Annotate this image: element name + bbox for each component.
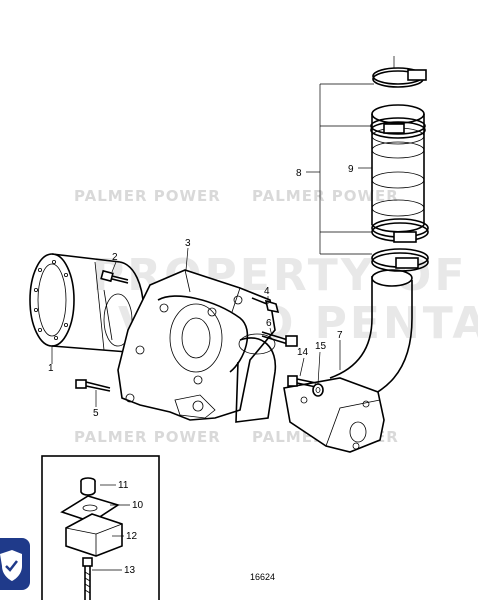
label-13: 13 [124,565,136,576]
part-washer-15 [312,383,324,397]
part-stud-4 [251,297,280,314]
label-14: 14 [297,347,309,358]
label-6: 6 [266,318,272,329]
watermark-palmer-power: PALMER POWER [252,187,399,205]
part-bolt-5 [75,379,111,392]
part-screw-13 [82,557,93,600]
part-elbow-pipe [283,269,413,453]
label-15: 15 [315,341,327,352]
figure-number: 16624 [250,572,275,582]
part-bolt-2 [100,269,129,284]
part-cap-11 [80,477,96,496]
part-hose-clamp-mid [370,117,426,139]
watermark-palmer-power: PALMER POWER [74,187,221,205]
part-labels: 1 2 3 4 5 6 7 8 9 10 11 12 13 14 15 1662… [48,164,354,582]
leader-lines [51,56,395,571]
part-cover-cylinder [29,253,145,353]
label-5: 5 [93,408,99,419]
part-hose-clamp-top [372,67,427,88]
part-hose-clamp-lower2 [371,248,429,272]
label-11: 11 [118,480,129,491]
label-9: 9 [348,164,354,175]
label-4: 4 [264,286,270,297]
part-block-12 [65,513,123,557]
watermark-palmer-power: PALMER POWER [74,428,221,446]
label-12: 12 [126,531,138,542]
shield-check-icon [0,550,22,581]
label-2: 2 [112,252,118,263]
label-7: 7 [337,330,343,341]
part-pump-housing [117,269,277,423]
shield-check-badge[interactable] [0,538,30,590]
part-bolt-14 [287,375,317,388]
label-1: 1 [48,363,54,374]
label-3: 3 [185,238,191,249]
label-10: 10 [132,500,144,511]
part-bolt-6 [261,331,298,347]
label-8: 8 [296,168,302,179]
inset-detail-box [41,455,160,600]
